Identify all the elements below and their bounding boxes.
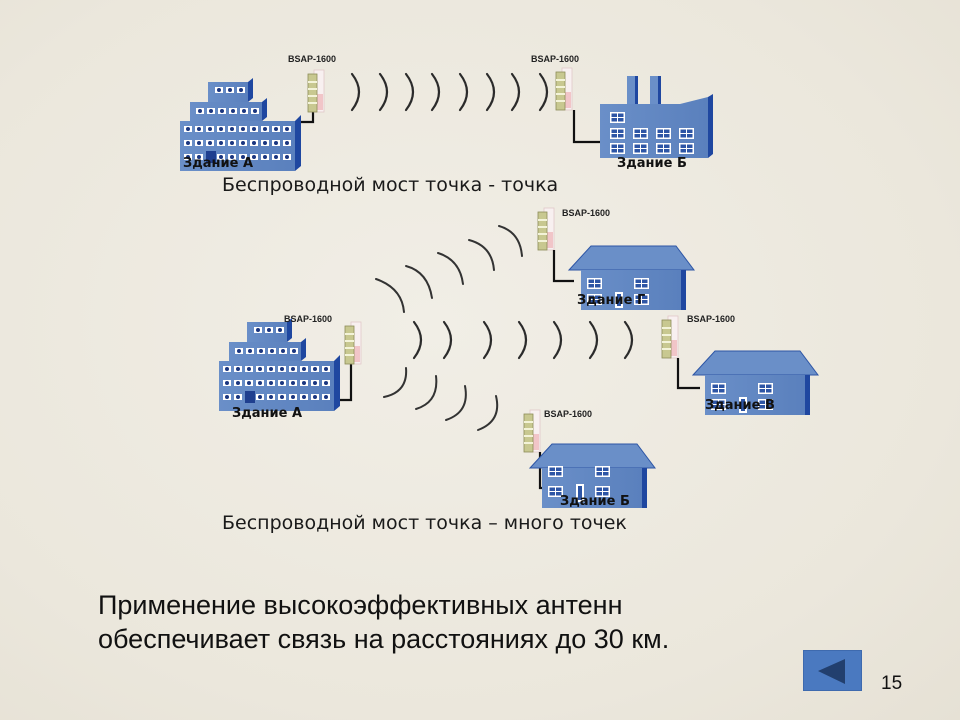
building-label: Здание Б: [617, 156, 687, 171]
device-model-label: BSAP-1600: [562, 208, 610, 218]
device-model-label: BSAP-1600: [531, 54, 579, 64]
top-waves: [350, 72, 549, 112]
caption-point-to-multipoint: Беспроводной мост точка – много точек: [222, 512, 627, 534]
building-label: Здание А: [232, 406, 302, 421]
bottom-building-b: BSAP-1600 Здание Б: [523, 409, 656, 509]
page-number: 15: [881, 673, 903, 694]
antenna-icon: [344, 321, 362, 365]
back-button[interactable]: [803, 650, 862, 691]
top-building-a: BSAP-1600 Здание А: [180, 54, 336, 171]
bottom-building-v: BSAP-1600 Здание В: [661, 314, 819, 416]
house-icon: [529, 443, 656, 509]
bottom-building-g: BSAP-1600 Здание Г: [537, 207, 695, 311]
antenna-icon: [523, 409, 541, 453]
bottom-waves-upper: [375, 225, 523, 313]
bottom-waves-lower: [383, 367, 499, 431]
caption-point-to-point: Беспроводной мост точка - точка: [222, 174, 559, 196]
building-label: Здание Г: [577, 293, 645, 308]
building-label: Здание Б: [560, 494, 630, 509]
device-model-label: BSAP-1600: [284, 314, 332, 324]
device-model-label: BSAP-1600: [544, 409, 592, 419]
bottom-building-a: BSAP-1600 Здание А: [219, 314, 362, 421]
office-tower-icon: [219, 318, 340, 411]
house-icon: [568, 245, 695, 311]
device-model-label: BSAP-1600: [687, 314, 735, 324]
building-label: Здание В: [705, 398, 775, 413]
body-line-1: Применение высокоэффективных антенн: [98, 590, 623, 620]
antenna-icon: [537, 207, 555, 251]
device-model-label: BSAP-1600: [288, 54, 336, 64]
building-label: Здание А: [183, 156, 253, 171]
house-icon: [692, 350, 819, 416]
bottom-waves-middle: [412, 320, 634, 360]
antenna-icon: [661, 315, 679, 359]
triangle-left-icon: [818, 659, 845, 684]
top-building-b: BSAP-1600 Здание Б: [531, 54, 713, 171]
antenna-icon: [307, 69, 325, 113]
office-tower-icon: [180, 78, 301, 171]
antenna-icon: [555, 67, 573, 111]
body-line-2: обеспечивает связь на расстояниях до 30 …: [98, 624, 670, 654]
body-text: Применение высокоэффективных антенн обес…: [98, 588, 669, 656]
factory-icon: [600, 76, 713, 158]
